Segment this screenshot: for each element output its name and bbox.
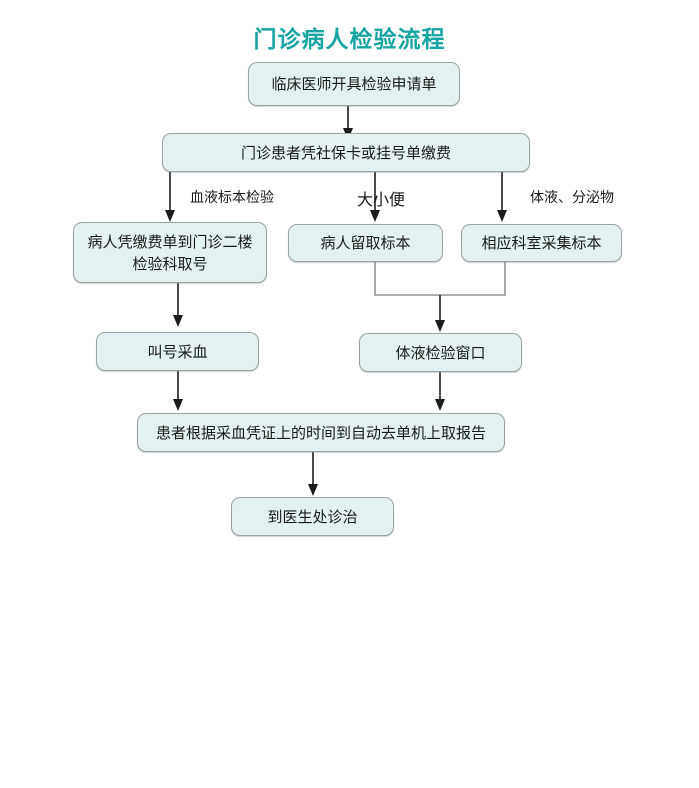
connector-n8-n9	[308, 452, 318, 496]
node-label: 患者根据采血凭证上的时间到自动去单机上取报告	[155, 423, 486, 442]
node-body-fluid-window[interactable]: 体液检验窗口	[359, 333, 522, 372]
branch-label-blood: 血液标本检验	[190, 190, 274, 206]
connector-n3-n6	[173, 283, 183, 327]
node-clinician-order[interactable]: 临床医师开具检验申请单	[248, 62, 460, 106]
connector-n2-n3	[165, 172, 175, 222]
connector-merge-n4-n5	[374, 262, 506, 332]
node-registration-counter[interactable]: 病人凭缴费单到门诊二楼 检验科取号	[73, 222, 267, 283]
page-title: 门诊病人检验流程	[253, 27, 446, 53]
node-label: 到医生处诊治	[267, 507, 358, 526]
node-label: 叫号采血	[147, 342, 208, 361]
node-label: 临床医师开具检验申请单	[271, 75, 437, 93]
connector-n2-n5	[497, 172, 507, 222]
node-label: 病人留取标本	[320, 234, 411, 252]
node-see-doctor[interactable]: 到医生处诊治	[231, 497, 394, 536]
node-department-collect-specimen[interactable]: 相应科室采集标本	[461, 224, 622, 262]
node-label: 相应科室采集标本	[481, 234, 602, 252]
connector-n6-n8	[173, 371, 183, 411]
node-label-line1: 病人凭缴费单到门诊二楼	[87, 232, 253, 251]
connector-n7-n8	[435, 372, 445, 411]
node-self-service-report[interactable]: 患者根据采血凭证上的时间到自动去单机上取报告	[137, 413, 505, 452]
node-label: 门诊患者凭社保卡或挂号单缴费	[240, 143, 451, 162]
node-blood-draw-queue[interactable]: 叫号采血	[96, 332, 259, 371]
branch-label-stool-urine: 大小便	[357, 190, 406, 209]
node-patient-collect-specimen[interactable]: 病人留取标本	[288, 224, 443, 262]
node-payment[interactable]: 门诊患者凭社保卡或挂号单缴费	[162, 133, 530, 172]
branch-label-body-fluid: 体液、分泌物	[530, 190, 614, 206]
node-label-line2: 检验科取号	[132, 254, 208, 273]
node-label: 体液检验窗口	[395, 343, 486, 362]
